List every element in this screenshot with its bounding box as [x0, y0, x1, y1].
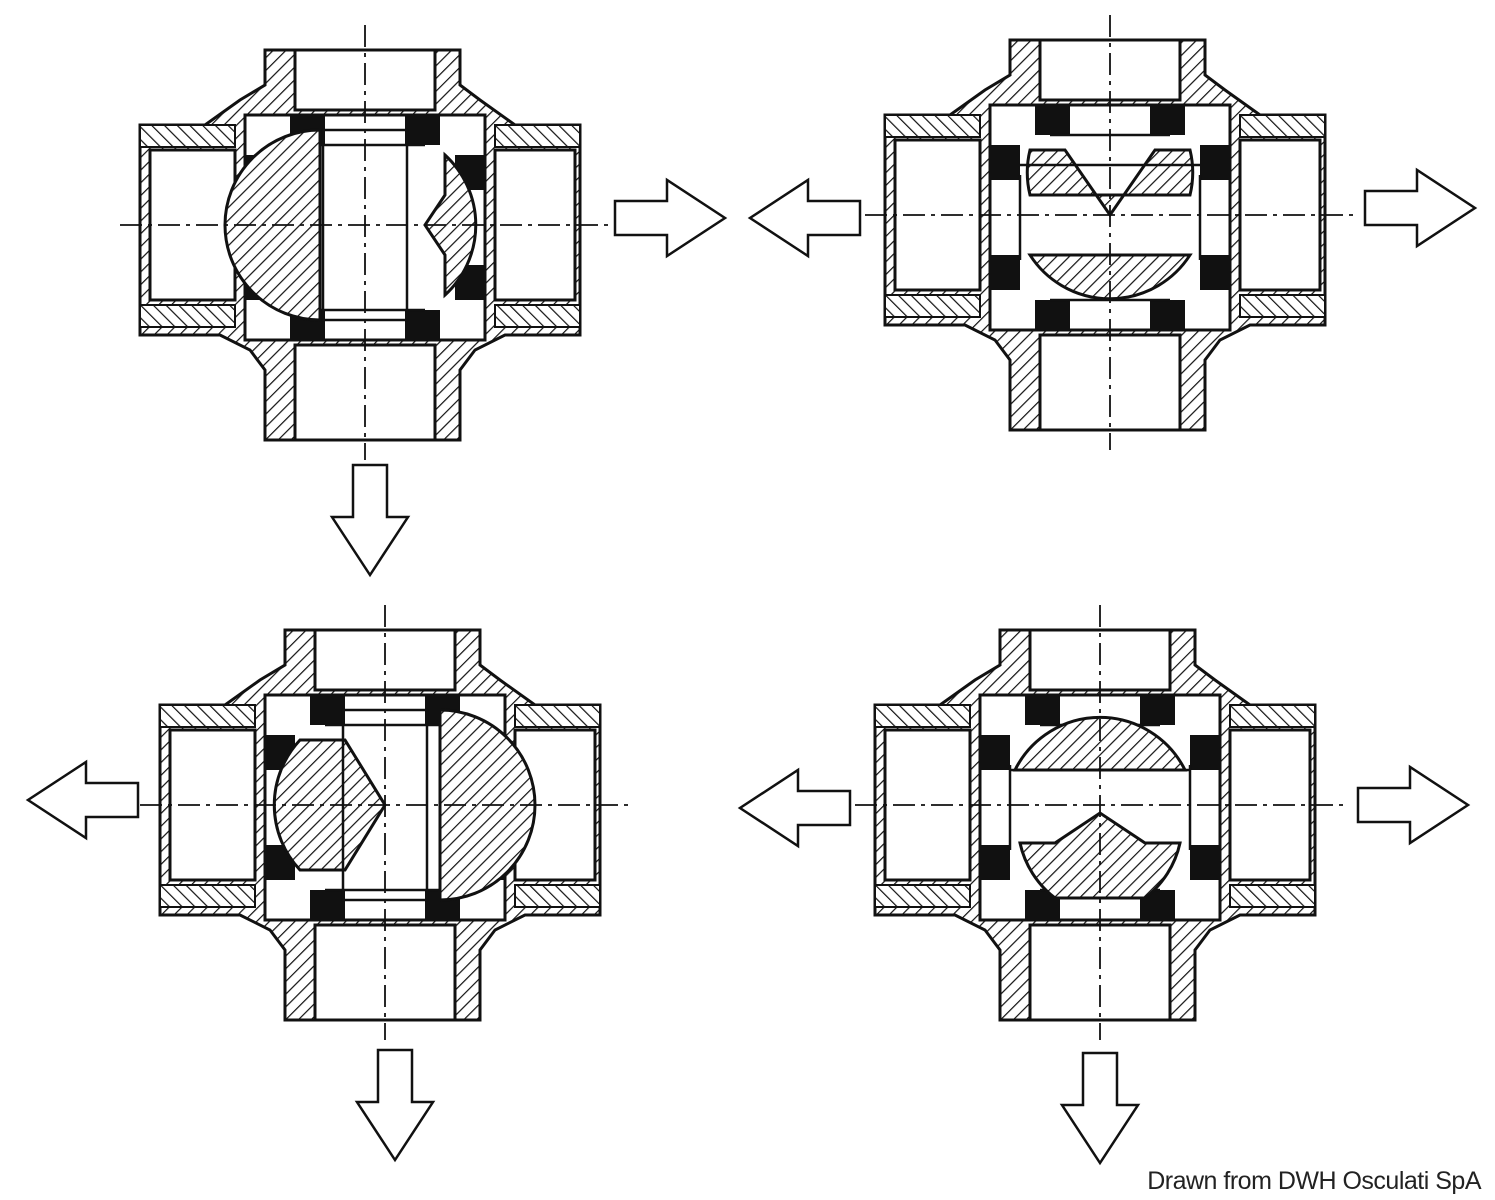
arrow-down-bottom-left: [355, 1048, 435, 1162]
arrow-left-top-right: [748, 178, 862, 258]
arrow-right-bottom-right: [1356, 765, 1470, 845]
arrow-down-bottom-right: [1060, 1051, 1140, 1165]
valve-bottom-right: [854, 604, 1346, 1041]
valve-top-right: [864, 14, 1356, 451]
arrow-left-bottom-left: [26, 760, 140, 840]
valve-top-left: [119, 24, 611, 461]
arrow-right-top-left: [613, 178, 727, 258]
credit-text: Drawn from DWH Osculati SpA: [1147, 1167, 1481, 1195]
arrow-right-top-right: [1363, 168, 1477, 248]
valve-bottom-left: [139, 604, 631, 1041]
arrow-down-top-left: [330, 463, 410, 577]
arrow-left-bottom-right: [738, 768, 852, 848]
